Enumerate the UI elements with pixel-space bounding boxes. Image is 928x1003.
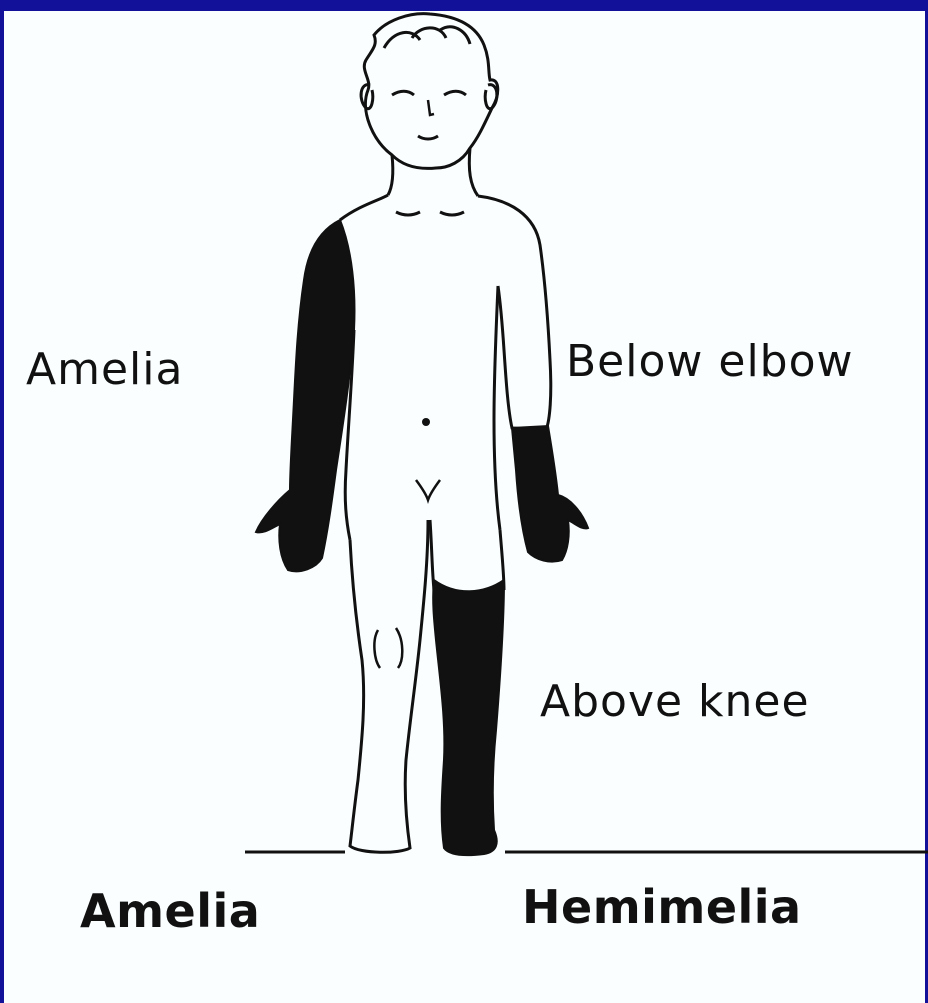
- label-below-elbow: Below elbow: [566, 340, 854, 384]
- mouth: [418, 136, 438, 139]
- label-above-knee: Above knee: [540, 680, 810, 724]
- navel: [422, 418, 430, 426]
- right-arm-outline: [478, 196, 551, 430]
- ear-right: [485, 85, 497, 109]
- label-hemimelia-bottom: Hemimelia: [522, 884, 802, 930]
- label-amelia-bottom: Amelia: [80, 888, 260, 934]
- eye-right: [444, 91, 466, 95]
- torso-right-side: [494, 286, 500, 530]
- right-forearm-black: [512, 426, 588, 562]
- neck-left: [388, 155, 393, 195]
- collarbone-left: [396, 212, 420, 215]
- right-leg-upper-outline: [430, 520, 504, 590]
- hair-strokes: [384, 27, 470, 48]
- torso-left-edge: [340, 195, 388, 220]
- left-knee-detail: [374, 628, 402, 668]
- left-leg-outline: [350, 520, 428, 852]
- groin-mark: [416, 480, 440, 500]
- eye-left: [392, 91, 414, 95]
- neck-right: [469, 148, 478, 196]
- collarbone-right: [440, 212, 464, 215]
- nose: [428, 100, 434, 115]
- head-outline: [364, 14, 497, 169]
- label-amelia-side: Amelia: [26, 348, 183, 392]
- right-leg-black: [433, 580, 504, 855]
- left-arm-black: [256, 220, 354, 571]
